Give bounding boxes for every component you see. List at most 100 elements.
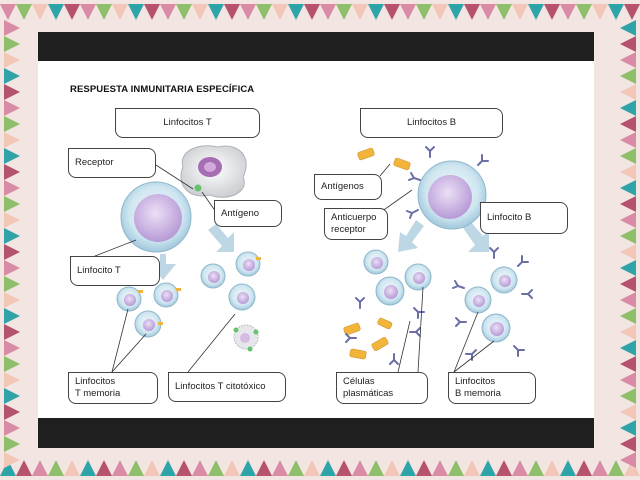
t-lymphocyte-cell (120, 181, 192, 253)
border-triangle (64, 460, 80, 476)
border-triangle (256, 4, 272, 20)
arrow-t-right (208, 224, 234, 252)
immune-response-diagram (89, 145, 533, 373)
border-triangle (560, 460, 576, 476)
border-triangle (496, 4, 512, 20)
border-triangle (256, 460, 272, 476)
label-receptor: Receptor (68, 148, 156, 178)
border-triangle (624, 4, 640, 20)
b-memory-cells (464, 266, 518, 343)
border-triangle (128, 4, 144, 20)
border-triangle (512, 4, 528, 20)
border-triangle (544, 4, 560, 20)
t-receptor-marks (138, 257, 261, 325)
border-triangle (416, 460, 432, 476)
border-triangle (16, 460, 32, 476)
border-triangle (620, 388, 636, 404)
border-triangle (48, 460, 64, 476)
border-triangle (432, 460, 448, 476)
border-triangle (620, 196, 636, 212)
label-antigenos: Antígenos (314, 174, 382, 200)
border-triangle (176, 460, 192, 476)
border-triangle (4, 244, 20, 260)
border-triangle (620, 452, 636, 468)
border-triangle (620, 132, 636, 148)
border-triangle (4, 36, 20, 52)
label-linfocitos-b: Linfocitos B (360, 108, 503, 138)
border-triangle (272, 4, 288, 20)
border-triangle (4, 356, 20, 372)
border-triangle (288, 460, 304, 476)
bottom-black-bar (38, 418, 594, 448)
border-triangle (112, 460, 128, 476)
border-triangle (144, 460, 160, 476)
arrows (150, 220, 489, 280)
border-triangle (368, 4, 384, 20)
label-celulas-plasmaticas: Células plasmáticas (336, 372, 428, 404)
border-triangle (620, 292, 636, 308)
border-triangle (384, 4, 400, 20)
border-triangle (48, 4, 64, 20)
border-triangle (620, 372, 636, 388)
border-triangle (448, 460, 464, 476)
border-triangle (176, 4, 192, 20)
border-triangle (620, 276, 636, 292)
border-triangle (576, 460, 592, 476)
border-triangle (304, 460, 320, 476)
label-b-memoria-line2: B memoria (455, 388, 501, 399)
border-triangle (620, 212, 636, 228)
label-linfocito-b: Linfocito B (480, 202, 568, 234)
t-memory-cells (116, 282, 179, 338)
border-triangle (620, 404, 636, 420)
border-triangle (96, 4, 112, 20)
border-triangle (4, 212, 20, 228)
border-triangle (4, 164, 20, 180)
plasma-cells (363, 249, 432, 306)
border-triangle (608, 4, 624, 20)
border-triangle (576, 4, 592, 20)
cytotoxic-t-cells (200, 251, 261, 352)
border-triangle (192, 4, 208, 20)
border-triangle (0, 4, 16, 20)
border-triangle (400, 460, 416, 476)
border-triangle (620, 340, 636, 356)
border-triangle (4, 68, 20, 84)
border-triangle (4, 196, 20, 212)
border-triangle (4, 116, 20, 132)
border-triangle (620, 148, 636, 164)
border-triangle (352, 460, 368, 476)
border-triangle (4, 260, 20, 276)
infected-cell (180, 145, 247, 198)
border-triangle (496, 460, 512, 476)
border-triangle (4, 388, 20, 404)
border-triangle (400, 4, 416, 20)
border-triangle (620, 68, 636, 84)
border-triangle (4, 324, 20, 340)
border-triangle (4, 372, 20, 388)
border-triangle (224, 460, 240, 476)
label-antigeno: Antígeno (214, 200, 282, 227)
border-triangle (620, 20, 636, 36)
arrow-b-right (463, 222, 489, 252)
label-t-memoria-line2: T memoria (75, 388, 121, 399)
border-triangle (620, 180, 636, 196)
connector-lines (89, 163, 495, 373)
border-triangle (432, 4, 448, 20)
arrow-t-left (150, 254, 176, 280)
border-triangle (4, 436, 20, 452)
border-triangle (4, 308, 20, 324)
border-triangle (4, 20, 20, 36)
border-triangle (304, 4, 320, 20)
border-triangle (464, 4, 480, 20)
border-triangle (4, 404, 20, 420)
border-triangle (4, 52, 20, 68)
border-triangle (368, 460, 384, 476)
label-linfocitos-t-memoria: Linfocitos T memoria (68, 372, 158, 404)
border-triangle (544, 460, 560, 476)
top-black-bar (38, 32, 594, 61)
border-triangle (448, 4, 464, 20)
border-triangle (4, 132, 20, 148)
border-triangle (560, 4, 576, 20)
border-triangle (352, 4, 368, 20)
border-triangle (464, 460, 480, 476)
